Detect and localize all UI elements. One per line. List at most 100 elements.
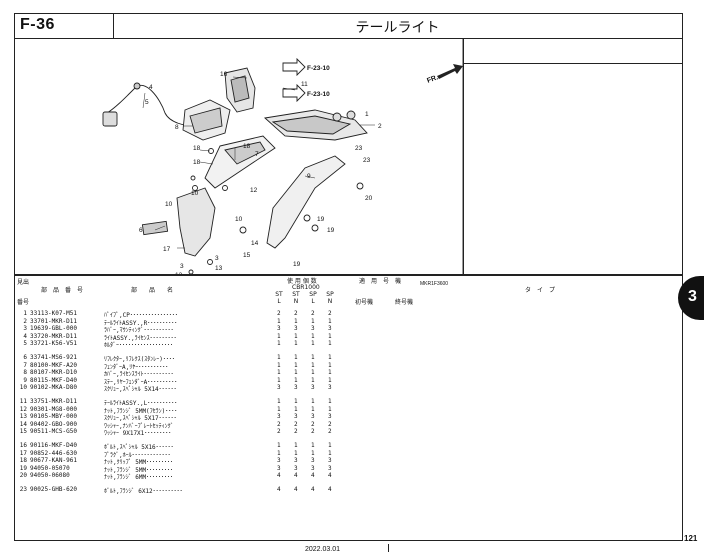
qty-sp-n: 2 [328,310,332,317]
part-number: 33720-MKR-D11 [30,332,77,340]
row-number: 5 [23,340,27,348]
qty-st-n: 1 [294,340,298,348]
qty-st-n: 3 [294,384,298,392]
callout-23a: 23 [355,145,363,152]
qty-sp-n: 1 [328,398,332,405]
part-name: ﾅｯﾄ,ﾌﾗﾝｼﾞ 5MM･････････ [104,466,174,474]
callout-11: 11 [301,81,308,88]
qty-sp-n: 1 [328,369,332,377]
qty-st-l: 1 [277,398,281,405]
qty-sp-l: 1 [311,398,315,405]
callout-19b: 19 [327,227,335,234]
part-number: 80115-MKF-D40 [30,376,77,384]
row-number: 19 [19,464,27,472]
part-name: ﾎﾞﾙﾄ,ﾌﾗﾝｼﾞ 6X12･･････････ [104,488,183,495]
row-number: 9 [23,376,27,384]
qty-st-n: 4 [294,486,298,493]
part-number: 33113-K07-M51 [30,310,77,317]
callout-17: 17 [163,246,171,253]
qty-sp-n: 1 [328,442,332,449]
page-number: 121 [684,534,698,543]
qty-sp-l: 1 [311,340,315,348]
qty-st-n: 1 [294,442,298,449]
row-number: 7 [23,361,27,369]
qty-sp-n: 4 [328,472,332,480]
part-number: 19639-GBL-000 [30,325,77,333]
qty-st-n: 3 [294,457,298,465]
row-number: 1 [23,310,27,317]
part-number: 33741-MS6-921 [30,354,77,361]
footer-date: 2022.03.01 [305,546,341,553]
qty-st-n: 1 [294,354,298,361]
qty-st-l: 3 [277,464,281,472]
qty-st-l: 3 [277,457,281,465]
th-mihon: 見出 [17,279,30,286]
th-first: 初号機 [355,299,374,306]
qty-st-n: 4 [294,472,298,480]
part-number: 90102-MKA-D80 [30,384,77,392]
qty-st-l: 3 [277,325,281,333]
th-model-no: 適 用 号 機 [359,278,402,285]
qty-sp-l: 3 [311,413,315,421]
qty-sp-n: 1 [328,361,332,369]
th-sp-n: SP N [326,291,334,305]
qty-sp-n: 2 [328,428,332,436]
callout-10b: 10 [165,201,173,208]
row-number: 12 [19,405,27,413]
qty-sp-n: 1 [328,317,332,325]
qty-sp-n: 3 [328,384,332,392]
qty-sp-n: 1 [328,340,332,348]
callout-3b: 3 [215,255,219,262]
row-number: 8 [23,369,27,377]
qty-sp-l: 4 [311,472,315,480]
callout-3a: 3 [180,263,184,270]
qty-sp-l: 1 [311,369,315,377]
qty-st-n: 1 [294,449,298,457]
qty-sp-l: 3 [311,384,315,392]
part-number: 90677-KAN-961 [30,457,77,465]
callout-4: 4 [149,84,153,91]
qty-st-n: 2 [294,420,298,428]
part-name: ﾅｯﾄ,ｸﾘｯﾌﾟ 5MM･････････ [104,459,174,467]
part-name: ﾘﾌﾚｸﾀｰ,ﾘﾌﾚｸｽ(ｽﾀﾝﾚｰ)････ [104,356,175,363]
ref-f-23-10-a: F-23-10 [307,65,330,72]
th-type: タ イ プ [525,287,556,294]
qty-sp-l: 2 [311,428,315,436]
qty-st-n: 2 [294,428,298,436]
callout-8: 8 [175,124,179,131]
part-name: ﾅｯﾄ,ﾌﾗﾝｼﾞ 6MM･････････ [104,474,174,482]
qty-sp-n: 1 [328,376,332,384]
qty-st-l: 4 [277,486,281,493]
qty-st-l: 4 [277,472,281,480]
right-header-box [464,38,682,64]
part-number: 90511-MCS-G50 [30,428,77,436]
part-name: ｽｸﾘｭｰ,ｽﾍﾟｼｬﾙ 5X17･･････ [104,415,177,423]
qty-sp-n: 3 [328,464,332,472]
page-title: テールライト [355,20,440,36]
callout-13b: 13 [215,265,223,272]
qty-sp-l: 1 [311,405,315,413]
qty-st-n: 1 [294,405,298,413]
qty-sp-n: 1 [328,405,332,413]
page-header: F-36 テールライト [15,14,682,39]
qty-st-l: 1 [277,332,281,340]
qty-sp-l: 1 [311,354,315,361]
callout-14: 14 [251,240,259,247]
qty-sp-l: 2 [311,420,315,428]
qty-sp-n: 3 [328,457,332,465]
callout-15: 15 [243,252,251,259]
row-number: 13 [19,413,27,421]
row-number: 17 [19,449,27,457]
footer-tick [388,544,389,552]
part-number: 90025-GHB-620 [30,486,77,493]
th-bango: 番号 [17,299,30,306]
row-number: 6 [23,354,27,361]
qty-st-l: 1 [277,449,281,457]
table-top-rule [15,274,682,276]
qty-sp-l: 3 [311,464,315,472]
part-number: 33721-K56-V51 [30,340,77,348]
qty-st-n: 1 [294,376,298,384]
ref-f-23-10-b: F-23-10 [307,91,330,98]
qty-sp-l: 3 [311,325,315,333]
part-number: 90301-MG8-000 [30,405,77,413]
